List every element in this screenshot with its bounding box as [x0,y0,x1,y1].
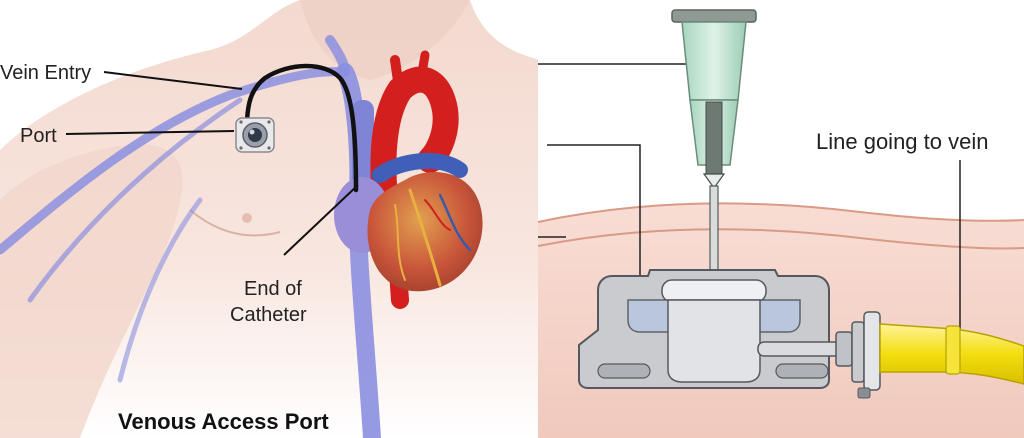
port-label: Port [20,125,57,147]
pulmonary-artery [372,152,468,183]
end-of-catheter-leader [283,184,359,256]
port-leader [65,130,235,135]
coronary-vessels [394,188,472,287]
skin-line-1 [537,202,1024,223]
line-to-vein-label: Line going to vein [816,129,988,154]
outlet-connector[interactable] [757,311,881,399]
port-body[interactable] [578,269,830,389]
port-chamber-leader [547,144,641,305]
needle-hub[interactable] [671,9,757,190]
catheter-line[interactable] [244,63,359,193]
chest-contour [189,209,281,237]
right-panel: Line going to vein [537,0,1024,438]
vein-entry-leader [103,71,243,90]
tube-collar [945,325,961,375]
nipple [242,213,252,223]
implanted-port[interactable] [235,117,275,153]
left-panel: Vein Entry Port End of Catheter Venous A… [0,0,540,438]
skin-line-2 [537,228,1024,250]
aorta-branch-2 [415,50,430,90]
vein-entry-label: Vein Entry [0,62,91,84]
figure-caption: Venous Access Port [118,409,329,434]
end-of-catheter-label-line2: Catheter [230,304,307,326]
end-of-catheter-label-line1: End of [244,278,302,300]
aorta-branch [390,55,405,100]
